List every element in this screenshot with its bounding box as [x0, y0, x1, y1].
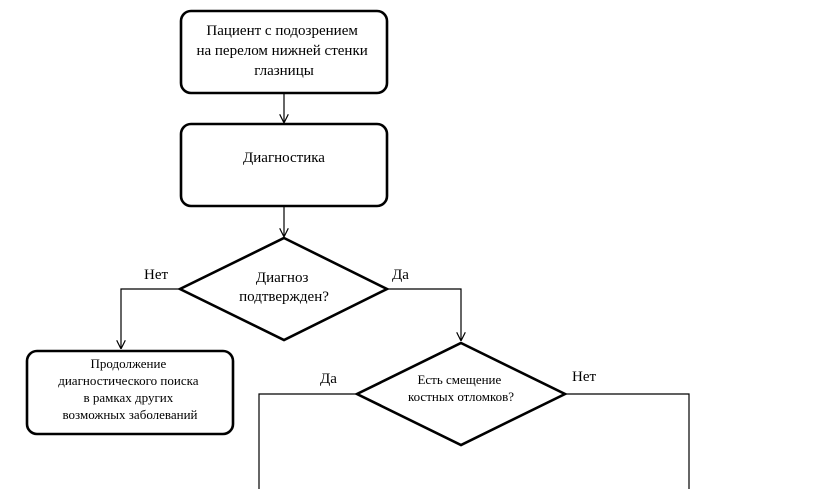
label-confirmed-no: Нет	[144, 267, 168, 283]
connector-displacement-yes	[258, 393, 357, 489]
continue-box-line-1: Продолжение	[91, 356, 167, 371]
svg-text:Диагноз подтвержден?: Диагноз подтвержден?	[239, 270, 329, 305]
svg-text:Есть смещение костных от: Есть смещение костных отломков?	[408, 372, 514, 404]
label-confirmed-yes: Да	[392, 267, 409, 283]
diagnostics-box-label: Диагностика	[243, 150, 325, 166]
label-displacement-no: Нет	[572, 369, 596, 385]
decision-confirmed-line-2: подтвержден?	[239, 289, 329, 305]
continue-box-line-4: возможных заболеваний	[62, 407, 197, 422]
start-box-line-3: глазницы	[254, 63, 314, 79]
svg-text:Диагностика: Диагностика	[243, 150, 325, 166]
continue-box-line-3: в рамках других	[83, 390, 173, 405]
decision-confirmed-line-1: Диагноз	[256, 270, 309, 286]
diagnostics-box: Диагностика	[179, 122, 389, 208]
decision-displacement: Есть смещение костных отломков?	[354, 341, 568, 447]
decision-displacement-line-1: Есть смещение	[417, 372, 501, 387]
label-displacement-yes: Да	[320, 371, 337, 387]
svg-text:Продолжение диагностичес: Продолжение диагностического поиска в ра…	[58, 356, 202, 422]
start-box-line-2: на перелом нижней стенки	[196, 43, 367, 59]
start-box: Пациент с подозрением на перелом нижней …	[179, 9, 389, 95]
decision-displacement-line-2: костных отломков?	[408, 389, 514, 404]
connector-displacement-no	[565, 393, 690, 489]
connector-confirmed-no	[121, 288, 180, 348]
continue-search-box: Продолжение диагностического поиска в ра…	[25, 349, 235, 436]
decision-diagnosis-confirmed: Диагноз подтвержден?	[177, 236, 390, 342]
start-box-line-1: Пациент с подозрением	[206, 23, 358, 39]
svg-text:Пациент с подозрением на: Пациент с подозрением на перелом нижней …	[196, 23, 371, 79]
connector-confirmed-yes	[387, 288, 461, 340]
continue-box-line-2: диагностического поиска	[58, 373, 198, 388]
